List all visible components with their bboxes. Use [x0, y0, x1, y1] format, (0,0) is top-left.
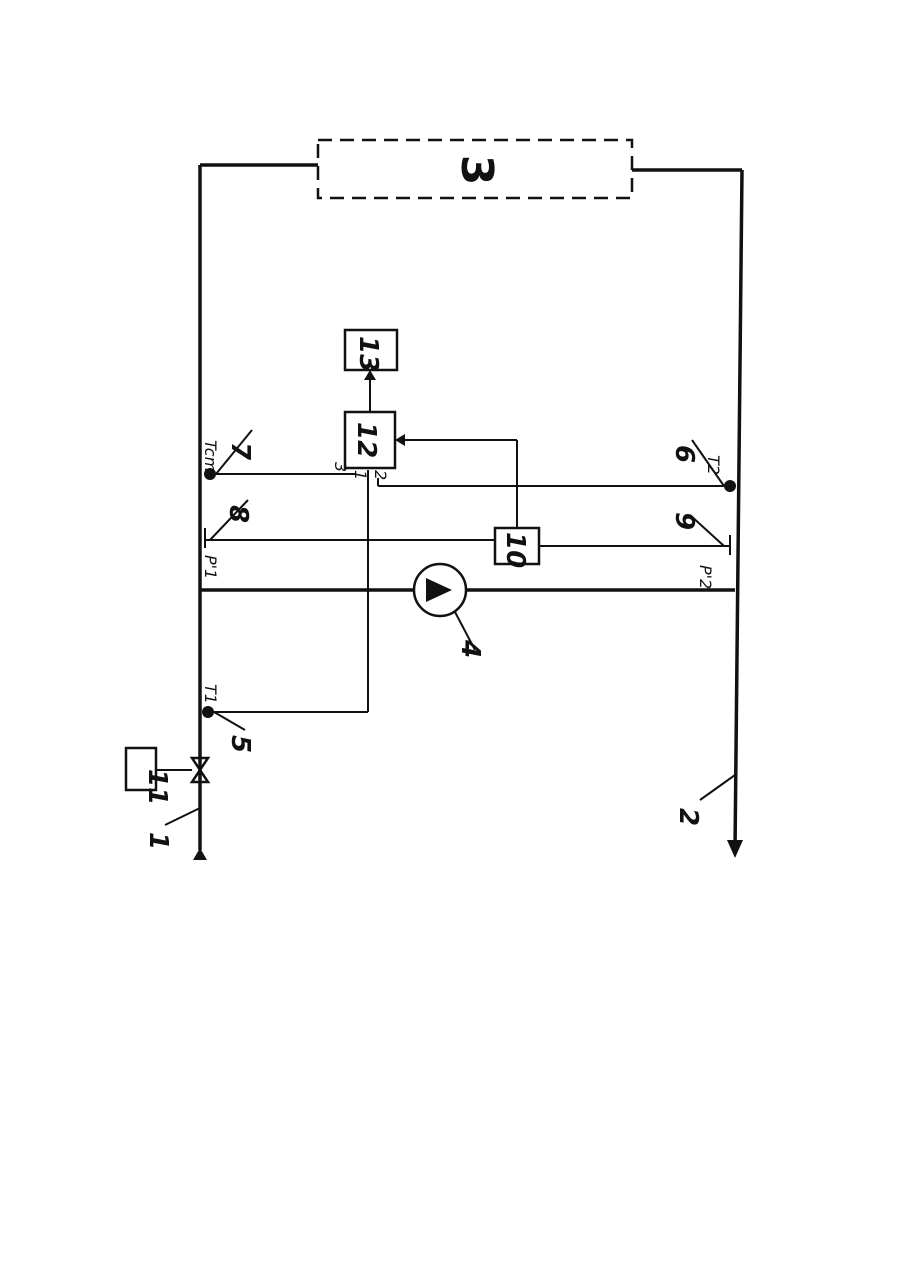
label-2: 2 [673, 808, 703, 826]
label-p1: P'1 [201, 555, 220, 579]
label-4: 4 [455, 639, 485, 658]
outlet-arrow [727, 840, 743, 858]
piping [193, 165, 743, 860]
label-p2: P'2 [696, 565, 715, 589]
label-11: 11 [142, 769, 172, 805]
label-7: 7 [225, 442, 255, 461]
label-10: 10 [500, 532, 530, 568]
label-tcm: Tcm [201, 440, 220, 472]
label-9: 9 [669, 512, 699, 530]
sensor-t2 [724, 480, 736, 492]
inlet-arrow [193, 848, 207, 860]
port-1: 1 [351, 470, 370, 480]
label-1: 1 [143, 832, 173, 850]
label-3: 3 [451, 155, 502, 186]
label-5: 5 [225, 735, 255, 753]
label-13: 13 [353, 336, 383, 372]
label-t2: T2 [704, 455, 723, 475]
label-8: 8 [223, 505, 253, 523]
label-t1: T1 [201, 684, 220, 704]
port-2: 2 [371, 470, 390, 480]
arrow-to-12 [395, 434, 405, 446]
label-6: 6 [669, 445, 699, 463]
return-line [735, 170, 742, 850]
label-12: 12 [351, 422, 381, 458]
port-3: 3 [331, 462, 350, 472]
